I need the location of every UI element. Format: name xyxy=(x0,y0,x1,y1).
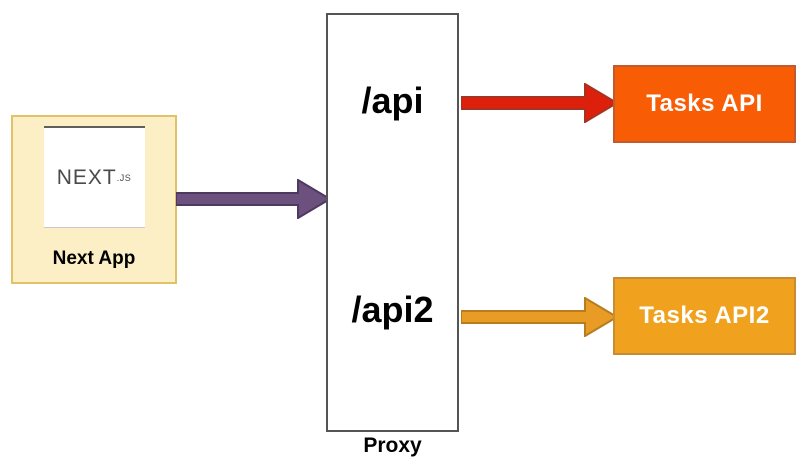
nextjs-logo-suffix: .JS xyxy=(116,172,132,183)
orange-arrow-shape xyxy=(461,297,617,337)
tasks-api2-node: Tasks API2 xyxy=(613,277,796,355)
tasks-api-label: Tasks API xyxy=(646,90,763,117)
purple-arrow-shape xyxy=(176,179,330,219)
next-app-label: Next App xyxy=(52,248,136,269)
next-app-node: NEXT.JS Next App xyxy=(11,115,177,284)
route-api2-label: /api2 xyxy=(351,289,434,330)
nextjs-logo-text: NEXT xyxy=(56,165,117,189)
red-arrow-shape xyxy=(461,83,617,123)
app-to-proxy-arrow-icon xyxy=(176,179,330,219)
nextjs-logo: NEXT.JS xyxy=(43,126,145,228)
proxy-node: /api /api2 xyxy=(326,13,459,432)
route-api-label: /api xyxy=(361,80,424,121)
tasks-api-node: Tasks API xyxy=(613,65,796,143)
api-to-tasks-api-arrow-icon xyxy=(461,83,617,123)
tasks-api2-label: Tasks API2 xyxy=(639,302,770,329)
proxy-label: Proxy xyxy=(363,434,422,457)
api2-to-tasks-api2-arrow-icon xyxy=(461,297,617,337)
